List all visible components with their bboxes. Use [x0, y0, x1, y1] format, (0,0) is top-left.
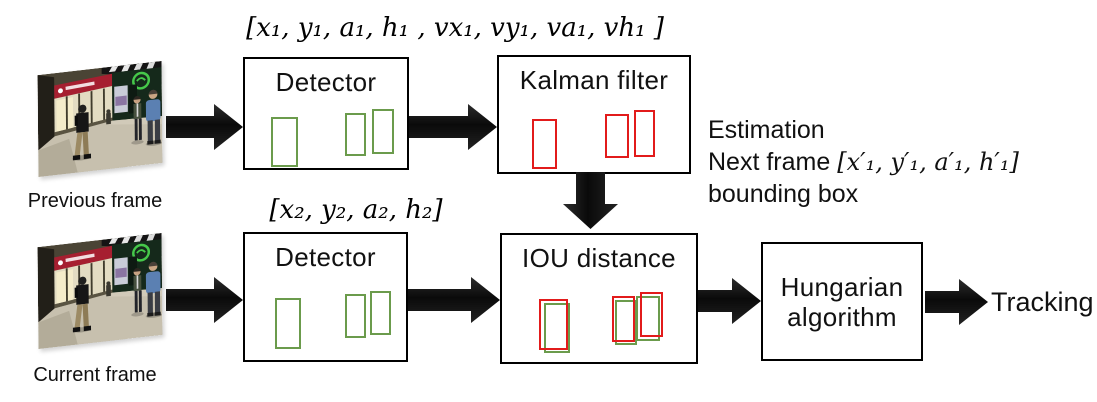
estimation-line3: bounding box	[708, 180, 859, 208]
detector-top-label: Detector	[275, 67, 377, 97]
detector-bottom-box: Detector	[243, 232, 408, 362]
detection-bbox	[275, 298, 301, 349]
arrow-detector-to-kalman	[409, 104, 497, 150]
estimation-line1: Estimation	[708, 116, 825, 144]
predicted-state-vector: [x′₁, y′₁, a′₁, h′₁]	[837, 148, 1019, 176]
detector-bottom-label: Detector	[275, 242, 376, 272]
arrow-prevframe-to-detector	[166, 104, 243, 150]
hungarian-algorithm-label: Hungarian algorithm	[780, 271, 904, 332]
detection-bbox	[271, 117, 298, 167]
detector-top-box: Detector	[243, 57, 409, 170]
iou-distance-label: IOU distance	[522, 243, 676, 273]
hungarian-algorithm-box: Hungarian algorithm	[761, 242, 923, 361]
prediction-bbox	[532, 119, 557, 169]
arrow-detector-to-iou	[408, 277, 500, 323]
matched-detection-bbox	[544, 303, 570, 353]
estimation-line2-text: Next frame	[708, 148, 831, 176]
previous-state-vector: [x₁, y₁, a₁, h₁ , vx₁, vy₁, va₁, vh₁ ]	[246, 13, 664, 43]
kalman-filter-box: Kalman filter	[497, 55, 691, 174]
detection-bbox	[345, 294, 366, 338]
prediction-bbox	[634, 110, 655, 157]
detection-bbox	[370, 291, 391, 335]
previous-frame-photo	[38, 61, 163, 177]
detection-bbox	[345, 113, 366, 156]
current-frame-label: Current frame	[33, 364, 157, 386]
detection-bbox	[372, 109, 394, 154]
arrow-hungarian-to-tracking	[925, 279, 988, 325]
arrow-kalman-to-iou	[563, 172, 618, 229]
current-frame-photo	[38, 233, 163, 349]
estimation-note: Estimation Next frame [x′₁, y′₁, a′₁, h′…	[708, 114, 1019, 210]
arrow-iou-to-hungarian	[698, 278, 761, 324]
tracking-output-label: Tracking	[991, 287, 1094, 317]
arrow-currframe-to-detector	[166, 277, 243, 323]
iou-distance-box: IOU distance	[500, 233, 698, 364]
matched-detection-bbox	[636, 296, 660, 341]
matched-prediction-bbox	[539, 299, 568, 350]
matched-prediction-bbox	[612, 296, 635, 342]
kalman-filter-label: Kalman filter	[519, 65, 669, 95]
estimation-line2: Next frame [x′₁, y′₁, a′₁, h′₁]	[708, 146, 1019, 178]
matched-prediction-bbox	[640, 292, 663, 337]
prediction-bbox	[605, 114, 629, 158]
previous-frame-label: Previous frame	[27, 190, 163, 212]
current-state-vector: [x₂, y₂, a₂, h₂]	[269, 195, 443, 225]
